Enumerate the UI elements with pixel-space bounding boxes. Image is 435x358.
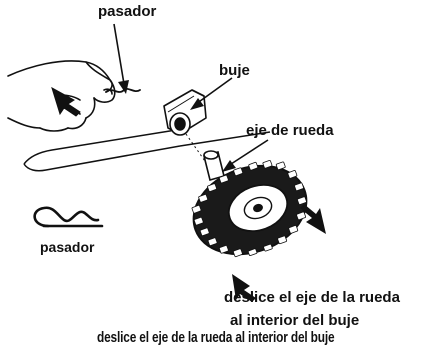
hub-icon bbox=[163, 89, 207, 136]
instruction-line-2: al interior del buje bbox=[230, 312, 360, 329]
bottom-caption: deslice el eje de la rueda al interior d… bbox=[97, 330, 335, 346]
label-pasador-legend: pasador bbox=[40, 239, 95, 255]
label-eje-de-rueda: eje de rueda bbox=[246, 122, 334, 139]
label-pasador-top: pasador bbox=[98, 3, 157, 20]
buje-pointer bbox=[190, 77, 233, 110]
axle-board bbox=[23, 129, 271, 172]
arrow-icon bbox=[232, 274, 256, 302]
label-buje: buje bbox=[219, 62, 250, 79]
wheel-icon bbox=[191, 159, 308, 258]
arrow-icon bbox=[51, 86, 81, 117]
pasador-pointer bbox=[113, 23, 129, 94]
wheel-axle-stub bbox=[203, 150, 225, 181]
cotter-pin-icon bbox=[33, 206, 104, 228]
instruction-line-1: deslice el eje de la rueda bbox=[224, 289, 400, 306]
arrow-icon bbox=[300, 204, 326, 234]
eje-pointer bbox=[222, 139, 269, 172]
hand-icon bbox=[7, 60, 116, 132]
